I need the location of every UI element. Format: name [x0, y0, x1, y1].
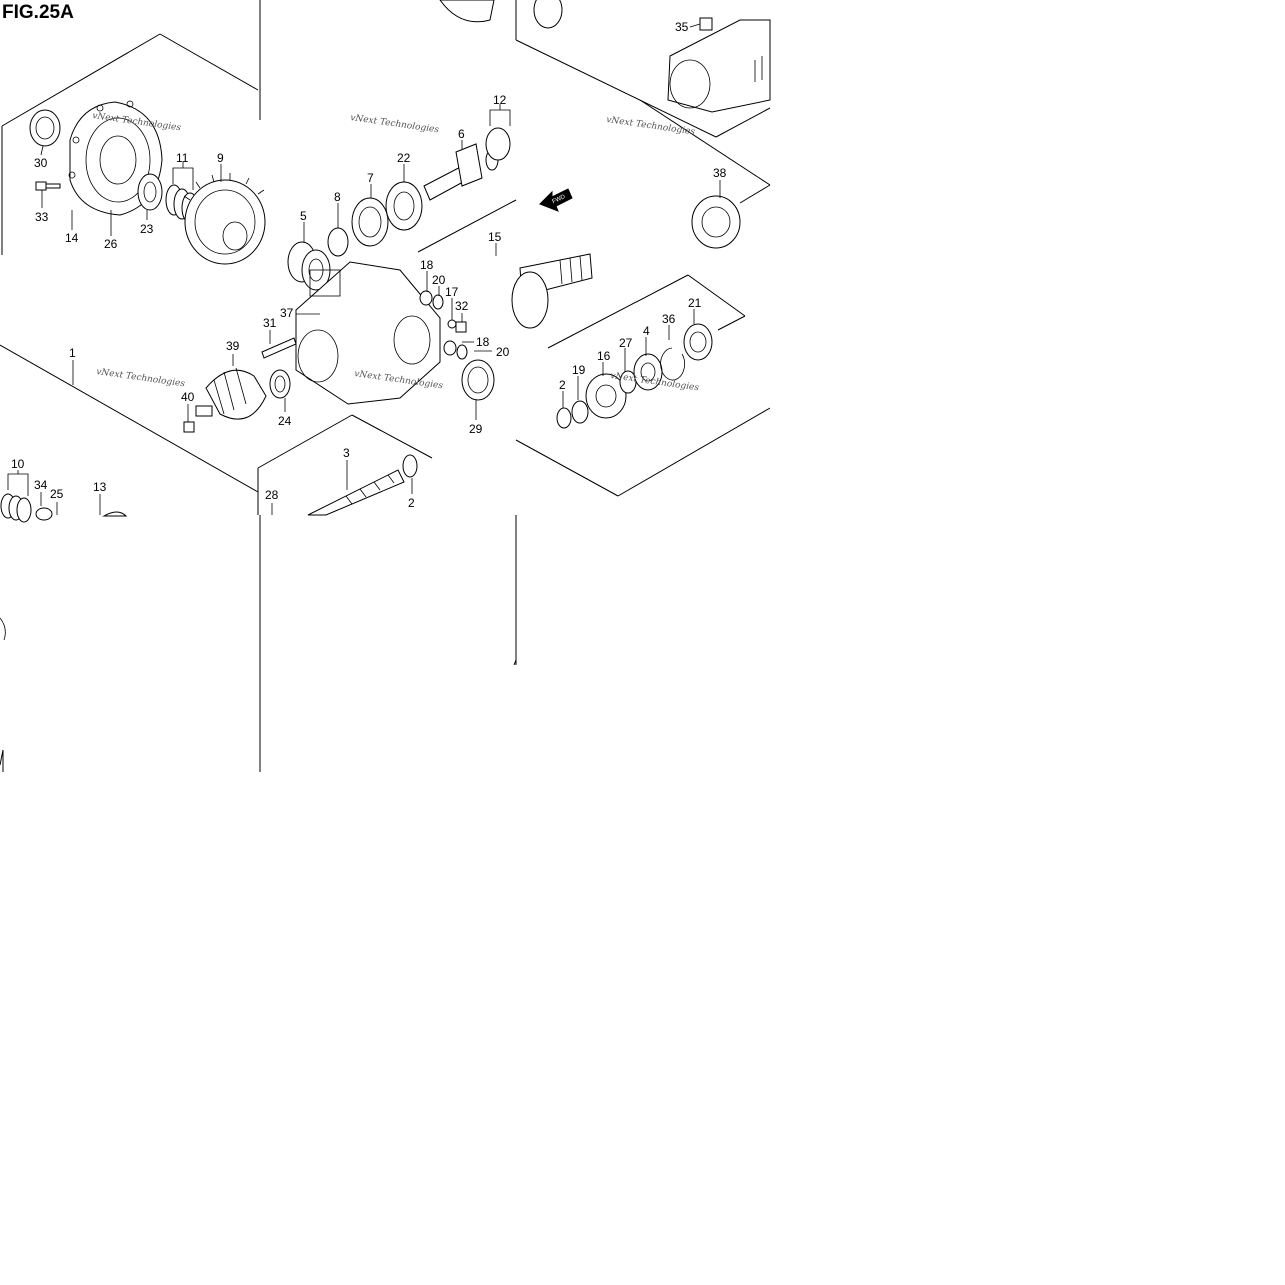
spacer-8 [327, 227, 349, 257]
callout-23: 23 [140, 222, 154, 236]
leader-lines [7, 23, 721, 515]
callout-15: 15 [488, 230, 502, 244]
axle-housing [667, 19, 771, 113]
washer-18a [419, 290, 433, 306]
callout-35: 35 [675, 20, 689, 34]
shims-12 [485, 127, 511, 161]
drive-pinion-6 [423, 143, 499, 201]
callout-10: 10 [11, 457, 25, 471]
callout-5: 5 [300, 209, 307, 223]
boot-38 [691, 195, 741, 249]
callout-21: 21 [688, 296, 702, 310]
washer-18b [443, 340, 457, 356]
callout-22: 22 [397, 151, 411, 165]
callout-2a: 2 [408, 496, 415, 510]
watermark-text: vNext Technologies [96, 367, 186, 389]
callout-25: 25 [50, 487, 64, 501]
axle-shaft-15 [511, 253, 593, 329]
side-gear-lower [0, 617, 6, 641]
callout-11: 11 [176, 151, 189, 165]
callout-2b: 2 [559, 378, 566, 392]
seal-20b [456, 344, 468, 360]
callout-36: 36 [662, 312, 676, 326]
callout-28: 28 [265, 488, 279, 502]
callout-13: 13 [93, 480, 107, 494]
callout-7: 7 [367, 171, 374, 185]
bolt-33 [35, 181, 61, 191]
ring-gear-9 [183, 173, 266, 265]
callout-30: 30 [34, 156, 48, 170]
boot-39 [195, 367, 267, 420]
callout-19: 19 [572, 363, 586, 377]
circlip-2b [556, 407, 572, 429]
callout-26: 26 [104, 237, 118, 251]
bevel-gear-top [439, 0, 563, 29]
washer-19 [571, 400, 589, 424]
callout-1: 1 [69, 346, 76, 360]
nut-40 [183, 421, 195, 433]
output-shaft-3 [307, 469, 405, 516]
callout-31: 31 [263, 316, 277, 330]
bearing-21 [683, 323, 713, 361]
deflector-16 [585, 373, 627, 419]
callout-6: 6 [458, 127, 465, 141]
callout-8: 8 [334, 190, 341, 204]
stud-31 [261, 337, 297, 359]
callout-12: 12 [493, 93, 507, 107]
shims-10 [0, 493, 32, 523]
fwd-label: FWD [552, 194, 568, 206]
callout-33: 33 [35, 210, 49, 224]
callouts: 30 33 14 26 23 11 9 5 8 7 22 6 12 15 18 … [11, 20, 727, 510]
fwd-arrow: FWD [539, 188, 573, 212]
bearing-34 [35, 507, 53, 521]
callout-27: 27 [619, 336, 633, 350]
callout-39: 39 [226, 339, 240, 353]
callout-29: 29 [469, 422, 483, 436]
sleeve-24 [269, 369, 291, 399]
callout-37: 37 [280, 306, 294, 320]
callout-4: 4 [643, 324, 650, 338]
bolt-32 [455, 321, 467, 333]
callout-32: 32 [455, 299, 469, 313]
callout-38: 38 [713, 166, 727, 180]
callout-3: 3 [343, 446, 350, 460]
watermark-text: vNext Technologies [606, 115, 696, 137]
bearing-23 [137, 173, 163, 211]
callout-20a: 20 [432, 273, 446, 287]
bearing-7 [351, 197, 389, 247]
gear-case-37 [295, 261, 441, 405]
watermark-text: vNext Technologies [350, 113, 440, 135]
parts-artwork [0, 0, 771, 641]
side-gear-13 [102, 511, 128, 517]
circlip-36 [660, 347, 685, 381]
frame-lines [0, 0, 771, 772]
callout-20b: 20 [496, 345, 510, 359]
oil-seal-29 [461, 359, 495, 401]
bearing-5 [287, 241, 331, 291]
callout-14: 14 [65, 231, 79, 245]
callout-9: 9 [217, 151, 224, 165]
bearing-22 [385, 181, 423, 231]
callout-18b: 18 [476, 335, 490, 349]
circlip-2a [402, 454, 418, 478]
nut-35 [699, 17, 713, 31]
callout-34: 34 [34, 478, 48, 492]
callout-40: 40 [181, 390, 195, 404]
callout-24: 24 [278, 414, 292, 428]
seal-20a [432, 294, 444, 310]
callout-18a: 18 [420, 258, 434, 272]
callout-16: 16 [597, 349, 611, 363]
bolt-17 [447, 319, 457, 329]
oil-seal-30 [29, 109, 61, 147]
figure-title: FIG.25A [2, 2, 74, 23]
callout-17: 17 [445, 285, 459, 299]
